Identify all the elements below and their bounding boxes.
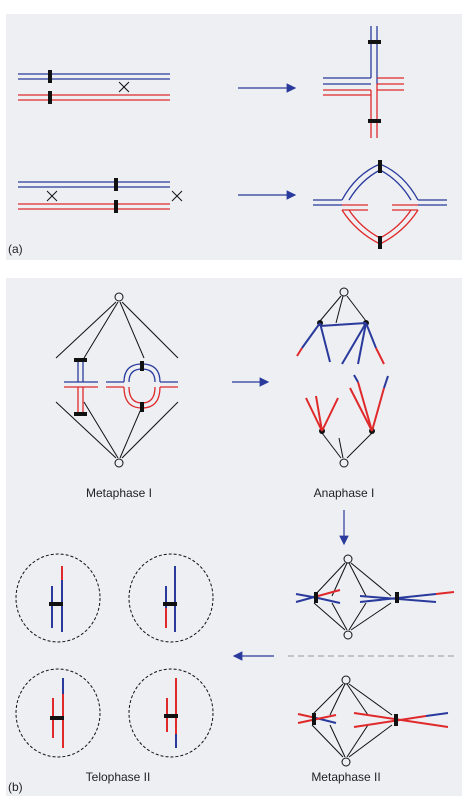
panel-b-diagram (15, 287, 456, 767)
panel-b: Metaphase I Anaphase I Metaphase II Telo… (6, 278, 462, 796)
label-telophase-2: Telophase II (85, 770, 151, 784)
anaphase-1-spindle (319, 287, 373, 468)
label-metaphase-1: Metaphase I (85, 486, 153, 500)
panel-a: (a) (6, 14, 462, 260)
cross-shaped-configuration (323, 26, 404, 138)
panel-a-label: (a) (8, 242, 23, 256)
ring-configuration (313, 160, 447, 249)
telophase-2-chromosomes (49, 566, 178, 748)
panel-a-diagram (18, 26, 447, 249)
anaphase-1-upper-chromosomes (296, 320, 385, 365)
metaphase-2-lower-chromosomes (297, 712, 449, 728)
metaphase-1-ring-bivalent (106, 361, 178, 412)
anaphase-1-lower-chromosomes (305, 374, 389, 434)
telophase-2-cells (15, 553, 214, 758)
metaphase-1-cross-bivalent (64, 358, 98, 416)
label-metaphase-2: Metaphase II (311, 770, 381, 784)
metaphase-2-upper-chromosomes (295, 589, 455, 604)
metaphase-2-lower-spindle (311, 675, 393, 767)
crossover-mark (118, 81, 130, 93)
panel-b-label: (b) (8, 780, 23, 794)
label-anaphase-1: Anaphase I (313, 486, 375, 500)
crossover-mark (46, 190, 183, 202)
paired-chromosomes-double-crossover (18, 178, 183, 213)
paired-chromosomes-single-crossover (18, 70, 170, 104)
